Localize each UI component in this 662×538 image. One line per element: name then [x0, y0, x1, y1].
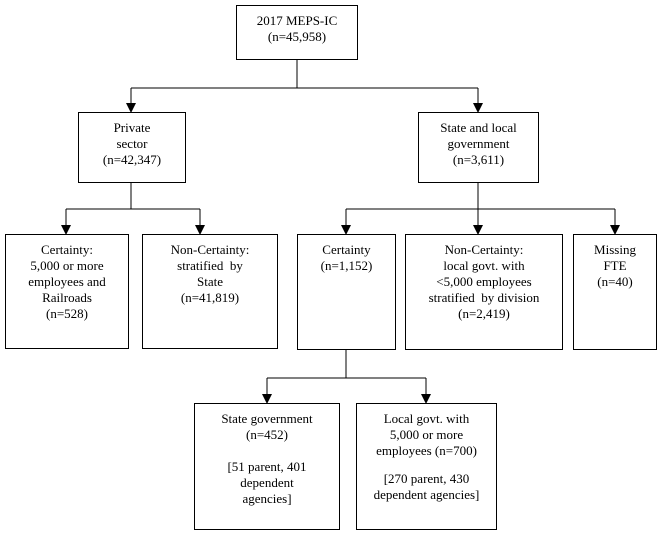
missing-fte-line-2: FTE: [603, 258, 627, 273]
private-certainty-line-3: employees and: [28, 274, 106, 289]
state-local-title-line-2: government: [447, 136, 510, 151]
state-government-detail-2: dependent: [240, 475, 294, 490]
private-noncertainty-line-2: stratified by: [177, 258, 243, 273]
root-count: (n=45,958): [267, 29, 327, 44]
sl-certainty-box: Certainty (n=1,152): [297, 234, 396, 350]
missing-fte-box: Missing FTE (n=40): [573, 234, 657, 350]
local-govt-detail-2: dependent agencies]: [373, 487, 480, 502]
local-govt-box: Local govt. with 5,000 or more employees…: [356, 403, 497, 530]
private-certainty-box: Certainty: 5,000 or more employees and R…: [5, 234, 129, 349]
state-government-count: (n=452): [246, 427, 288, 442]
private-noncertainty-count: (n=41,819): [180, 290, 240, 305]
sl-noncertainty-box: Non-Certainty: local govt. with <5,000 e…: [405, 234, 563, 350]
root-title: 2017 MEPS-IC: [256, 13, 338, 28]
state-local-box: State and local government (n=3,611): [418, 112, 539, 183]
private-noncertainty-box: Non-Certainty: stratified by State (n=41…: [142, 234, 278, 349]
sl-noncertainty-line-4: stratified by division: [428, 290, 540, 305]
state-government-spacer: [195, 443, 339, 459]
private-title-line-2: sector: [116, 136, 148, 151]
state-government-detail-1: [51 parent, 401: [227, 459, 307, 474]
root-box: 2017 MEPS-IC (n=45,958): [236, 5, 358, 60]
private-noncertainty-line-1: Non-Certainty:: [170, 242, 250, 257]
sl-certainty-count: (n=1,152): [320, 258, 373, 273]
state-government-detail-3: agencies]: [242, 491, 292, 506]
private-certainty-count: (n=528): [46, 306, 88, 321]
private-sector-box: Private sector (n=42,347): [78, 112, 186, 183]
state-government-box: State government (n=452) [51 parent, 401…: [194, 403, 340, 530]
sl-certainty-title: Certainty: [322, 242, 371, 257]
state-local-count: (n=3,611): [452, 152, 505, 167]
local-govt-line-2: 5,000 or more: [389, 427, 464, 442]
missing-fte-count: (n=40): [597, 274, 633, 289]
private-certainty-line-2: 5,000 or more: [30, 258, 104, 273]
private-certainty-line-1: Certainty:: [41, 242, 93, 257]
private-noncertainty-line-3: State: [197, 274, 223, 289]
local-govt-spacer: [357, 459, 496, 471]
sl-noncertainty-line-3: <5,000 employees: [436, 274, 532, 289]
sl-noncertainty-line-2: local govt. with: [443, 258, 525, 273]
private-certainty-line-4: Railroads: [42, 290, 92, 305]
state-local-title-line-1: State and local: [440, 120, 517, 135]
missing-fte-line-1: Missing: [594, 242, 636, 257]
private-count: (n=42,347): [102, 152, 162, 167]
state-government-title: State government: [221, 411, 313, 426]
local-govt-line-1: Local govt. with: [383, 411, 470, 426]
sl-noncertainty-count: (n=2,419): [458, 306, 510, 321]
local-govt-line-3: employees (n=700): [376, 443, 477, 458]
local-govt-detail-1: [270 parent, 430: [383, 471, 470, 486]
private-title-line-1: Private: [113, 120, 151, 135]
sl-noncertainty-line-1: Non-Certainty:: [444, 242, 524, 257]
